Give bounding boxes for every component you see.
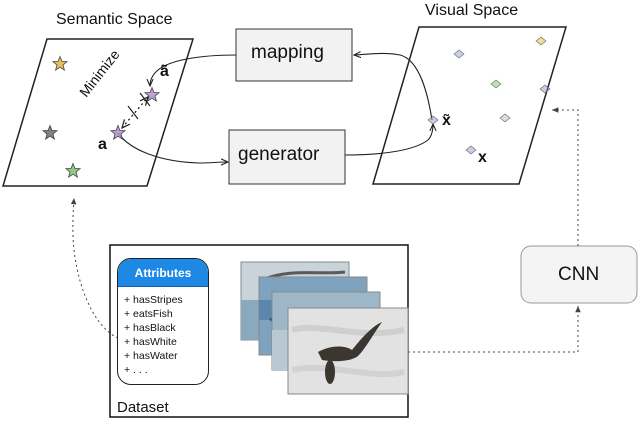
visual-feature-diamond-icon — [499, 113, 511, 123]
generator-box — [228, 129, 346, 185]
minimize-arrow — [122, 97, 148, 128]
bird-photo-4 — [287, 307, 409, 395]
star-yellow-icon — [51, 55, 69, 72]
a-symbol: a — [98, 136, 107, 153]
attribute-item: + hasBlack — [124, 322, 176, 334]
visual-feature-diamond-icon — [490, 79, 502, 89]
visual-feature-diamond-icon — [465, 145, 477, 155]
attribute-item: + hasWater — [124, 350, 178, 362]
attributes-list: + hasStripes + eatsFish + hasBlack + hasWhi… — [118, 287, 208, 377]
arrow-mapping-to-atilde — [150, 54, 237, 86]
cnn-box — [520, 245, 638, 304]
visual-feature-diamond-icon — [539, 84, 551, 94]
a-tilde-symbol: ã — [160, 63, 169, 80]
semantic-space-title: Semantic Space — [56, 11, 173, 28]
visual-space-title: Visual Space — [425, 2, 519, 19]
dataset-label: Dataset — [117, 399, 169, 416]
bird-image-stack — [240, 261, 409, 395]
attribute-item: + eatsFish — [124, 308, 173, 320]
mapping-label: mapping — [251, 42, 324, 63]
cnn-label: CNN — [558, 264, 600, 285]
generator-label: generator — [238, 144, 320, 165]
mapping-box — [235, 28, 353, 82]
arrow-visual-to-mapping — [354, 53, 433, 121]
star-green-icon — [64, 162, 82, 179]
attribute-item: + hasWhite — [124, 336, 177, 348]
star-purple-atilde-icon — [143, 86, 161, 103]
arrow-dataset-to-semantic — [70, 197, 119, 339]
attributes-header: Attributes — [118, 259, 208, 287]
attribute-item: + hasStripes — [124, 294, 183, 306]
visual-feature-diamond-icon — [427, 115, 439, 125]
arrow-images-to-cnn — [408, 306, 581, 353]
x-symbol: x — [478, 149, 487, 166]
visual-feature-diamond-icon — [453, 49, 465, 59]
arrow-cnn-to-visual — [552, 107, 579, 246]
attributes-card: Attributes + hasStripes + eatsFish + hasBl… — [117, 258, 209, 385]
visual-space-panel — [371, 26, 568, 185]
semantic-space-panel — [1, 38, 195, 187]
arrow-generator-to-xtilde — [344, 124, 433, 156]
arrow-a-to-generator — [117, 132, 228, 163]
star-purple-a-icon — [109, 124, 127, 141]
star-gray-icon — [41, 124, 59, 141]
x-tilde-symbol: x̃ — [442, 112, 451, 129]
visual-feature-diamond-icon — [535, 36, 547, 46]
attribute-item: + . . . — [124, 364, 148, 376]
